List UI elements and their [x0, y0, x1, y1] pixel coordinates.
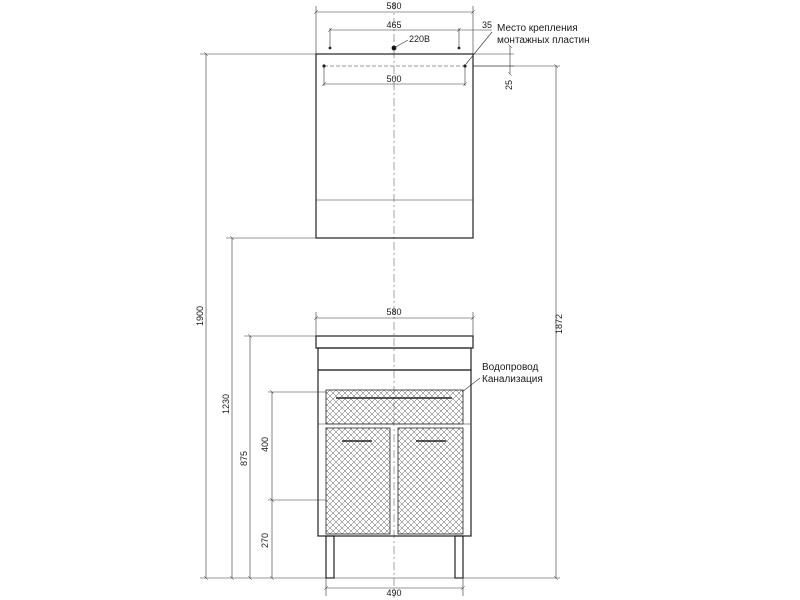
dim-edge-offset-label: 35	[482, 20, 492, 30]
dim-mount-height-label: 25	[504, 80, 514, 90]
vanity-leg-right	[454, 535, 464, 579]
dim-mirror-mount-width-label: 465	[386, 20, 401, 30]
dim-mount-total-height-label: 1872	[554, 314, 564, 334]
pipes-note-line2: Канализация	[482, 374, 543, 385]
vanity-cabinet	[317, 369, 472, 537]
dim-mirror-bottom-label: 1230	[221, 394, 231, 414]
overall-dimensions: 1900 1230 875 1872	[195, 54, 564, 578]
vanity-sink-top	[315, 335, 474, 349]
dim-mirror-width-top-label: 580	[386, 1, 401, 11]
dim-vanity-height-label: 875	[239, 451, 249, 466]
dim-vanity-width-bottom-label: 490	[386, 588, 401, 598]
dim-vanity-width-top-label: 580	[386, 307, 401, 317]
dim-drawer-height-label: 400	[260, 437, 270, 452]
mirror: 220В 580 465 35 Место крепления монтажны…	[315, 1, 590, 239]
mount-note-line2: монтажных пластин	[497, 35, 590, 46]
vanity: 580 490 Водопровод Канализация 400 270	[260, 307, 543, 598]
mirror-body	[315, 53, 474, 239]
dim-mirror-width-bottom-label: 500	[386, 74, 401, 84]
pipes-note-line1: Водопровод	[482, 362, 538, 373]
vanity-door-left	[325, 427, 391, 535]
vanity-leg-left	[325, 535, 335, 579]
vanity-drawer	[325, 389, 464, 425]
vanity-top-panel	[317, 347, 472, 371]
mount-note-line1: Место крепления	[497, 23, 578, 34]
dim-floor-pipes-label: 270	[260, 533, 270, 548]
dim-total-height-label: 1900	[195, 306, 205, 326]
vanity-door-right	[397, 427, 464, 535]
socket-label: 220В	[409, 34, 430, 44]
